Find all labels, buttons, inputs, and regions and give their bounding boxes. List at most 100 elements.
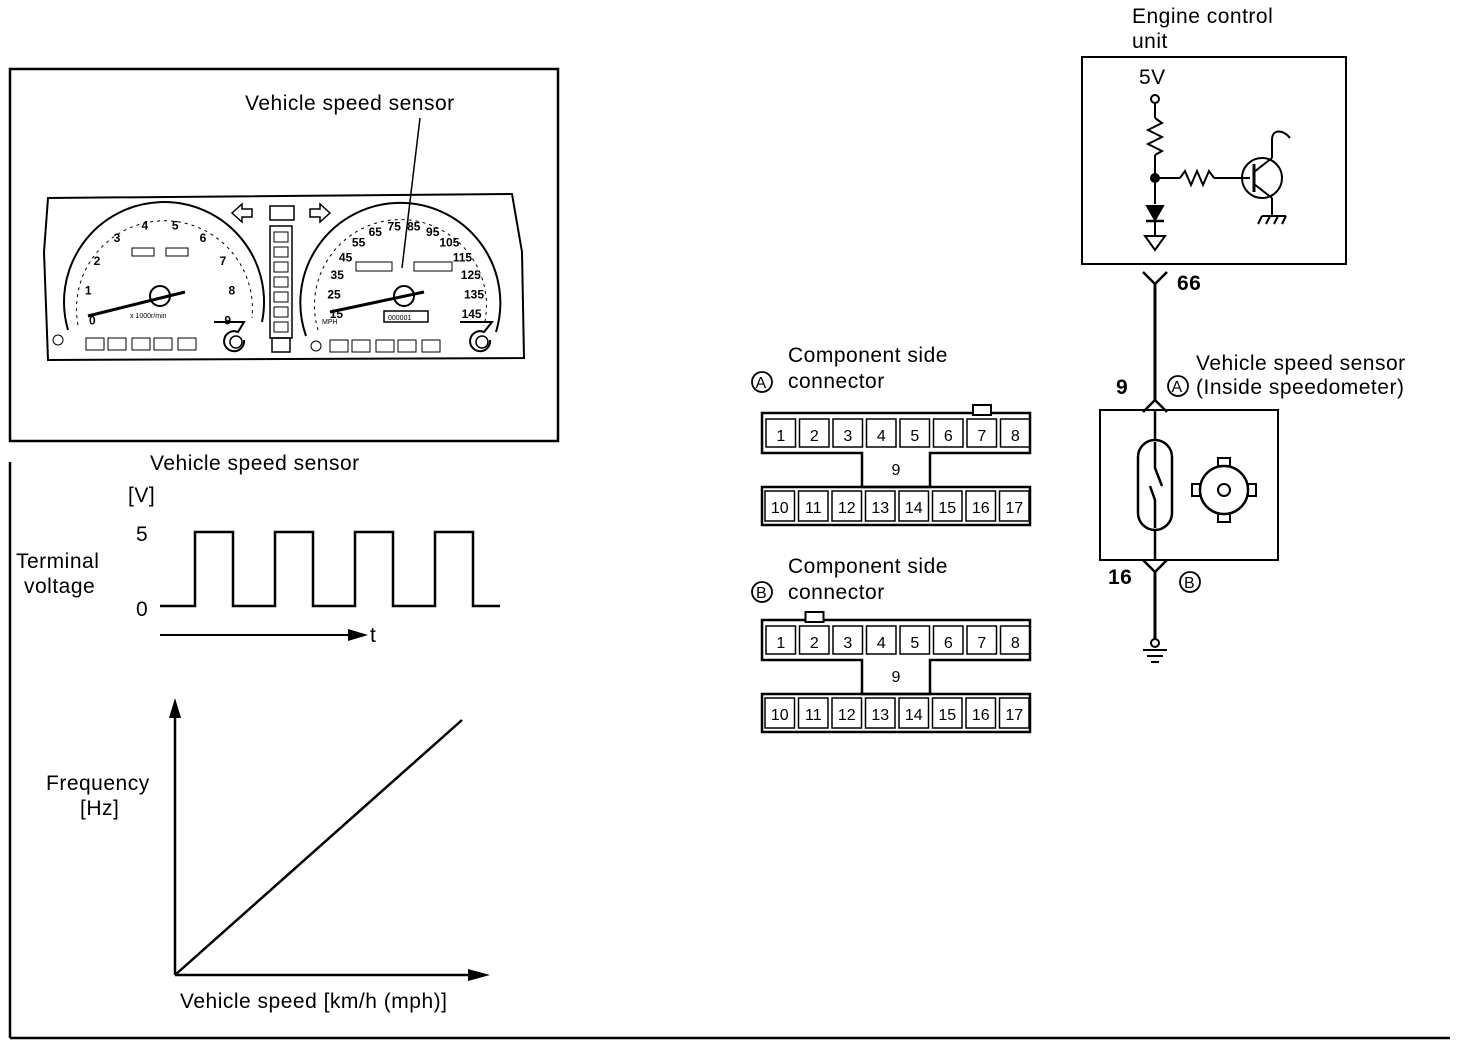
connector-b-marker: B [756,585,767,602]
gauge-scale-number: 45 [339,250,353,264]
frequency-x-label: Vehicle speed [km/h (mph)] [180,990,447,1013]
chassis-ground-icon [1143,649,1167,663]
connector-a-marker: A [756,375,767,392]
connector-pin-number: 11 [805,500,822,517]
warning-lamp [273,306,289,318]
warning-lamp [273,231,289,243]
time-axis-label: t [370,624,376,647]
transistor-icon [1241,157,1283,199]
collector-lead [1271,130,1291,158]
sensor-terminal-top-icon [1142,398,1168,413]
gauge-scale-number: 135 [464,288,484,302]
tachometer-inner-arc [75,220,253,326]
sensor-marker-a-circle [1167,375,1189,397]
tachometer-needle [87,290,186,318]
connector-pin-number: 7 [977,635,986,652]
pull-up-resistor-icon [1145,117,1165,156]
connector-pin-number: 15 [938,707,956,724]
sensor-label-line2: (Inside speedometer) [1196,376,1404,399]
ecu-label-line1: Engine control [1132,5,1273,28]
speedometer-needle [329,290,425,314]
waveform-y-label-line1: Terminal [16,550,99,573]
connector-pin-number: 5 [910,428,919,445]
magnet-rotor-icon [1198,464,1250,516]
connector-pin-cell [898,697,930,729]
rotor-pole [1247,483,1257,497]
connector-pin-cell [831,490,863,522]
gauge-scale-number: 9 [224,314,231,328]
time-axis-arrowhead [348,629,368,641]
speedo-indicator-1 [355,261,393,272]
series-resistor-icon [1179,168,1215,188]
connector-pin-number: 13 [871,707,889,724]
tachometer-arc [63,201,265,331]
connector-pin-cell [764,490,796,522]
connector-pin-cell [797,490,829,522]
indicator-lamp [351,339,371,353]
ecu-box [1081,56,1347,265]
connector-pin-number: 15 [938,500,956,517]
connector-pin-cell [798,625,830,655]
warning-lamp [273,321,289,333]
gauge-scale-number: 25 [327,288,341,302]
knob [52,334,64,346]
magnet-rotor-shaft [1217,483,1231,497]
square-wave-trace [160,530,500,608]
temp-gauge [214,321,246,353]
connector-pin-number: 5 [910,635,919,652]
gauge-scale-number: 35 [331,268,345,282]
connector-pin-number: 9 [892,462,901,479]
connector-pin-number: 10 [771,707,789,724]
turn-left-arrow-icon [230,202,253,224]
waveform-low-value: 0 [136,598,148,621]
sensor-box [1099,409,1279,561]
frequency-y-label-line1: Frequency [46,772,150,795]
frequency-y-label-line2: [Hz] [80,797,119,820]
connector-b-label-line2: connector [788,581,885,604]
supply-terminal-icon [1150,94,1160,104]
connector-pin-cell [865,625,897,655]
connector-key-tab [804,611,825,623]
transistor-emitter [1253,183,1273,199]
bottom-indicator-row-right [310,339,441,353]
sensor-terminal-bottom: 16 [1108,566,1132,589]
gauge-scale-number: 7 [220,254,227,268]
connector-pin-cell [999,418,1031,448]
connector-pin-cell [798,418,830,448]
cluster-frame [8,67,560,443]
indicator-lamp [85,337,105,351]
connector-pin-cell [831,697,863,729]
connector-pin-cell [966,625,998,655]
connector-pin-number: 11 [805,707,822,724]
waveform-section: Vehicle speed sensor [V] Terminal voltag… [8,452,1450,1040]
fuel-gauge [460,321,495,353]
connector-a-label-line1: Component side [788,344,948,367]
connector-pin-number: 17 [1005,707,1023,724]
indicator-lamp [329,339,349,353]
rotor-pole [1191,483,1201,497]
connector-pin-cell [765,625,797,655]
gauge-scale-number: 6 [200,231,207,245]
warning-column-frame [269,225,293,339]
connector-pin-cell [966,418,998,448]
connector-a-marker-circle [751,371,773,393]
connector-pin-number: 2 [810,428,819,445]
connector-pin-cell [899,418,931,448]
gauge-scale-number: 3 [114,231,121,245]
ground-terminal [1150,638,1160,648]
knob [310,340,322,352]
connector-b-marker-circle [751,581,773,603]
circuit-diagram: Engine control unit 5V 66 Vehicle speed … [1081,5,1405,663]
signal-ground-icon [1143,235,1167,252]
connector-pin-cell [932,418,964,448]
connector-pin-cell [998,490,1030,522]
connector-pin-cell [999,625,1031,655]
diode-icon [1145,205,1165,223]
gauge-scale-number: 95 [426,225,440,239]
connector-pin-cell [797,697,829,729]
